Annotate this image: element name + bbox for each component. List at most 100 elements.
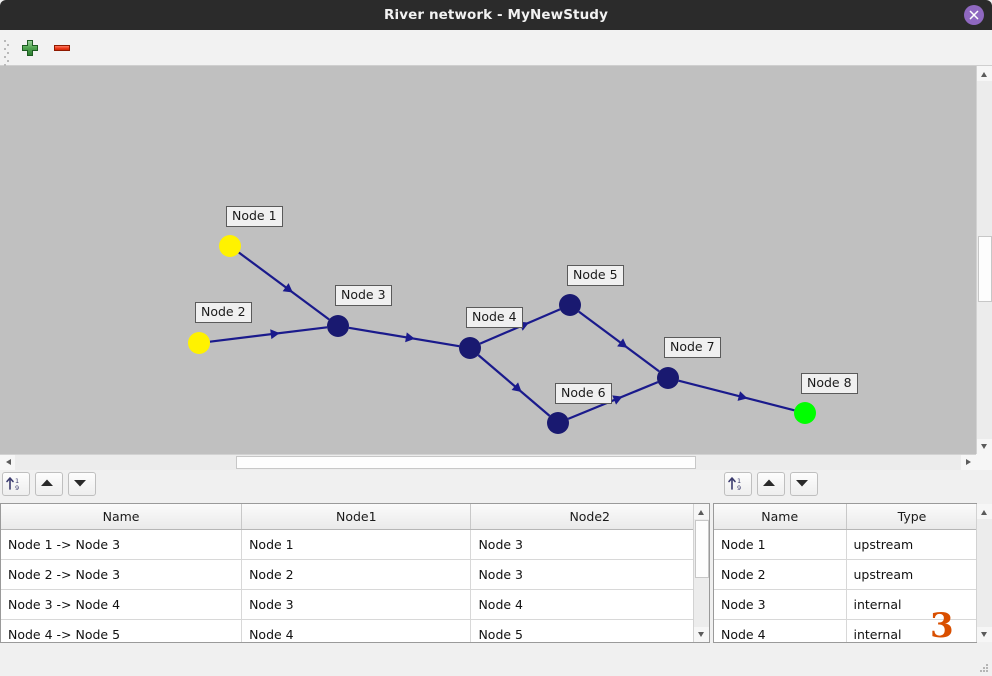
remove-node-button[interactable] — [52, 38, 74, 58]
scrollbar-corner — [976, 454, 992, 470]
graph-edge[interactable] — [348, 326, 460, 348]
scroll-down-arrow[interactable] — [977, 439, 992, 454]
reaches-sort-button[interactable]: 1 9 — [2, 472, 30, 496]
nodes-sort-button[interactable]: 1 9 — [724, 472, 752, 496]
close-button[interactable] — [964, 5, 984, 25]
edge-arrowhead — [282, 283, 293, 293]
graph-node-node-6[interactable] — [547, 412, 569, 434]
graph-edge[interactable] — [578, 310, 660, 373]
table-cell[interactable]: Node 4 — [714, 619, 847, 642]
graph-node-node-3[interactable] — [327, 315, 349, 337]
table-cell[interactable]: Node 2 — [714, 559, 847, 590]
table-cell[interactable]: Node 1 — [241, 529, 472, 560]
graph-edge[interactable] — [567, 381, 659, 420]
scroll-down-arrow[interactable] — [694, 627, 709, 642]
node-label-node-2[interactable]: Node 2 — [195, 302, 252, 323]
table-cell[interactable]: Node 2 — [241, 559, 472, 590]
nodes-table-vertical-scrollbar[interactable] — [976, 504, 992, 642]
edge-arrowhead — [737, 391, 748, 401]
column-header-node1[interactable]: Node1 — [241, 504, 472, 530]
table-cell[interactable]: Node 2 -> Node 3 — [1, 559, 243, 590]
node-label-node-6[interactable]: Node 6 — [555, 383, 612, 404]
graph-node-node-8[interactable] — [794, 402, 816, 424]
node-label-node-8[interactable]: Node 8 — [801, 373, 858, 394]
table-cell[interactable]: Node 3 — [714, 589, 847, 620]
graph-edge[interactable] — [209, 326, 328, 343]
table-cell[interactable]: Node 3 — [470, 529, 709, 560]
nodes-move-up-button[interactable] — [757, 472, 785, 496]
column-header-type[interactable]: Type — [846, 504, 976, 530]
table-cell[interactable]: Node 3 -> Node 4 — [1, 589, 243, 620]
nodes-move-down-button[interactable] — [790, 472, 818, 496]
window-title: River network - MyNewStudy — [384, 7, 608, 23]
graph-node-node-5[interactable] — [559, 294, 581, 316]
scroll-left-arrow[interactable] — [0, 455, 15, 470]
scrollbar-track[interactable] — [977, 519, 992, 627]
table-cell[interactable]: internal — [846, 619, 976, 642]
reaches-move-down-button[interactable] — [68, 472, 96, 496]
graph-node-node-2[interactable] — [188, 332, 210, 354]
column-header-name[interactable]: Name — [714, 504, 847, 530]
table-cell[interactable]: Node 4 — [241, 619, 472, 642]
column-header-node2[interactable]: Node2 — [470, 504, 709, 530]
main-toolbar — [0, 30, 992, 70]
reaches-toolbar: 1 9 — [0, 472, 100, 502]
graph-edge[interactable] — [678, 379, 795, 412]
scroll-right-arrow[interactable] — [961, 455, 976, 470]
graph-node-node-1[interactable] — [219, 235, 241, 257]
canvas-vertical-scrollbar[interactable] — [976, 66, 992, 454]
close-icon — [969, 10, 979, 20]
column-header-name[interactable]: Name — [1, 504, 243, 530]
graph-node-node-7[interactable] — [657, 367, 679, 389]
table-cell[interactable]: Node 3 — [241, 589, 472, 620]
table-cell[interactable]: Node 1 -> Node 3 — [1, 529, 243, 560]
network-diagram[interactable]: Node 1 Node 2 Node 3 Node 4 Node 5 Node 6 Node… — [0, 66, 976, 454]
window-resize-grip[interactable] — [980, 664, 989, 673]
table-cell[interactable]: Node 4 — [470, 589, 709, 620]
toolbar-drag-handle[interactable] — [4, 38, 9, 70]
graph-node-node-4[interactable] — [459, 337, 481, 359]
reaches-table-vertical-scrollbar[interactable] — [693, 504, 709, 642]
reaches-move-up-button[interactable] — [35, 472, 63, 496]
scroll-up-arrow[interactable] — [977, 504, 992, 519]
scrollbar-thumb[interactable] — [978, 236, 992, 302]
table-cell[interactable]: upstream — [846, 559, 976, 590]
table-cell[interactable]: Node 1 — [714, 529, 847, 560]
arrow-down-icon — [74, 480, 86, 487]
table-cell[interactable]: upstream — [846, 529, 976, 560]
scrollbar-thumb[interactable] — [236, 456, 696, 469]
svg-text:9: 9 — [15, 484, 19, 492]
graph-edge[interactable] — [238, 251, 330, 321]
node-label-node-4[interactable]: Node 4 — [466, 307, 523, 328]
graph-edge[interactable] — [477, 354, 551, 417]
node-label-node-1[interactable]: Node 1 — [226, 206, 283, 227]
node-label-node-7[interactable]: Node 7 — [664, 337, 721, 358]
plus-icon — [22, 40, 38, 56]
edge-arrowhead — [617, 338, 628, 348]
table-cell[interactable]: Node 4 -> Node 5 — [1, 619, 243, 642]
table-cell[interactable]: Node 3 — [470, 559, 709, 590]
node-label-node-3[interactable]: Node 3 — [335, 285, 392, 306]
table-cell[interactable]: internal — [846, 589, 976, 620]
table-cell[interactable]: Node 5 — [470, 619, 709, 642]
scrollbar-thumb[interactable] — [695, 520, 709, 578]
scroll-down-arrow[interactable] — [977, 627, 992, 642]
scroll-up-arrow[interactable] — [694, 504, 709, 519]
arrow-up-icon — [41, 479, 53, 486]
node-label-node-5[interactable]: Node 5 — [567, 265, 624, 286]
canvas-horizontal-scrollbar[interactable] — [0, 454, 976, 470]
scroll-up-arrow[interactable] — [977, 66, 992, 81]
add-node-button[interactable] — [20, 38, 42, 58]
